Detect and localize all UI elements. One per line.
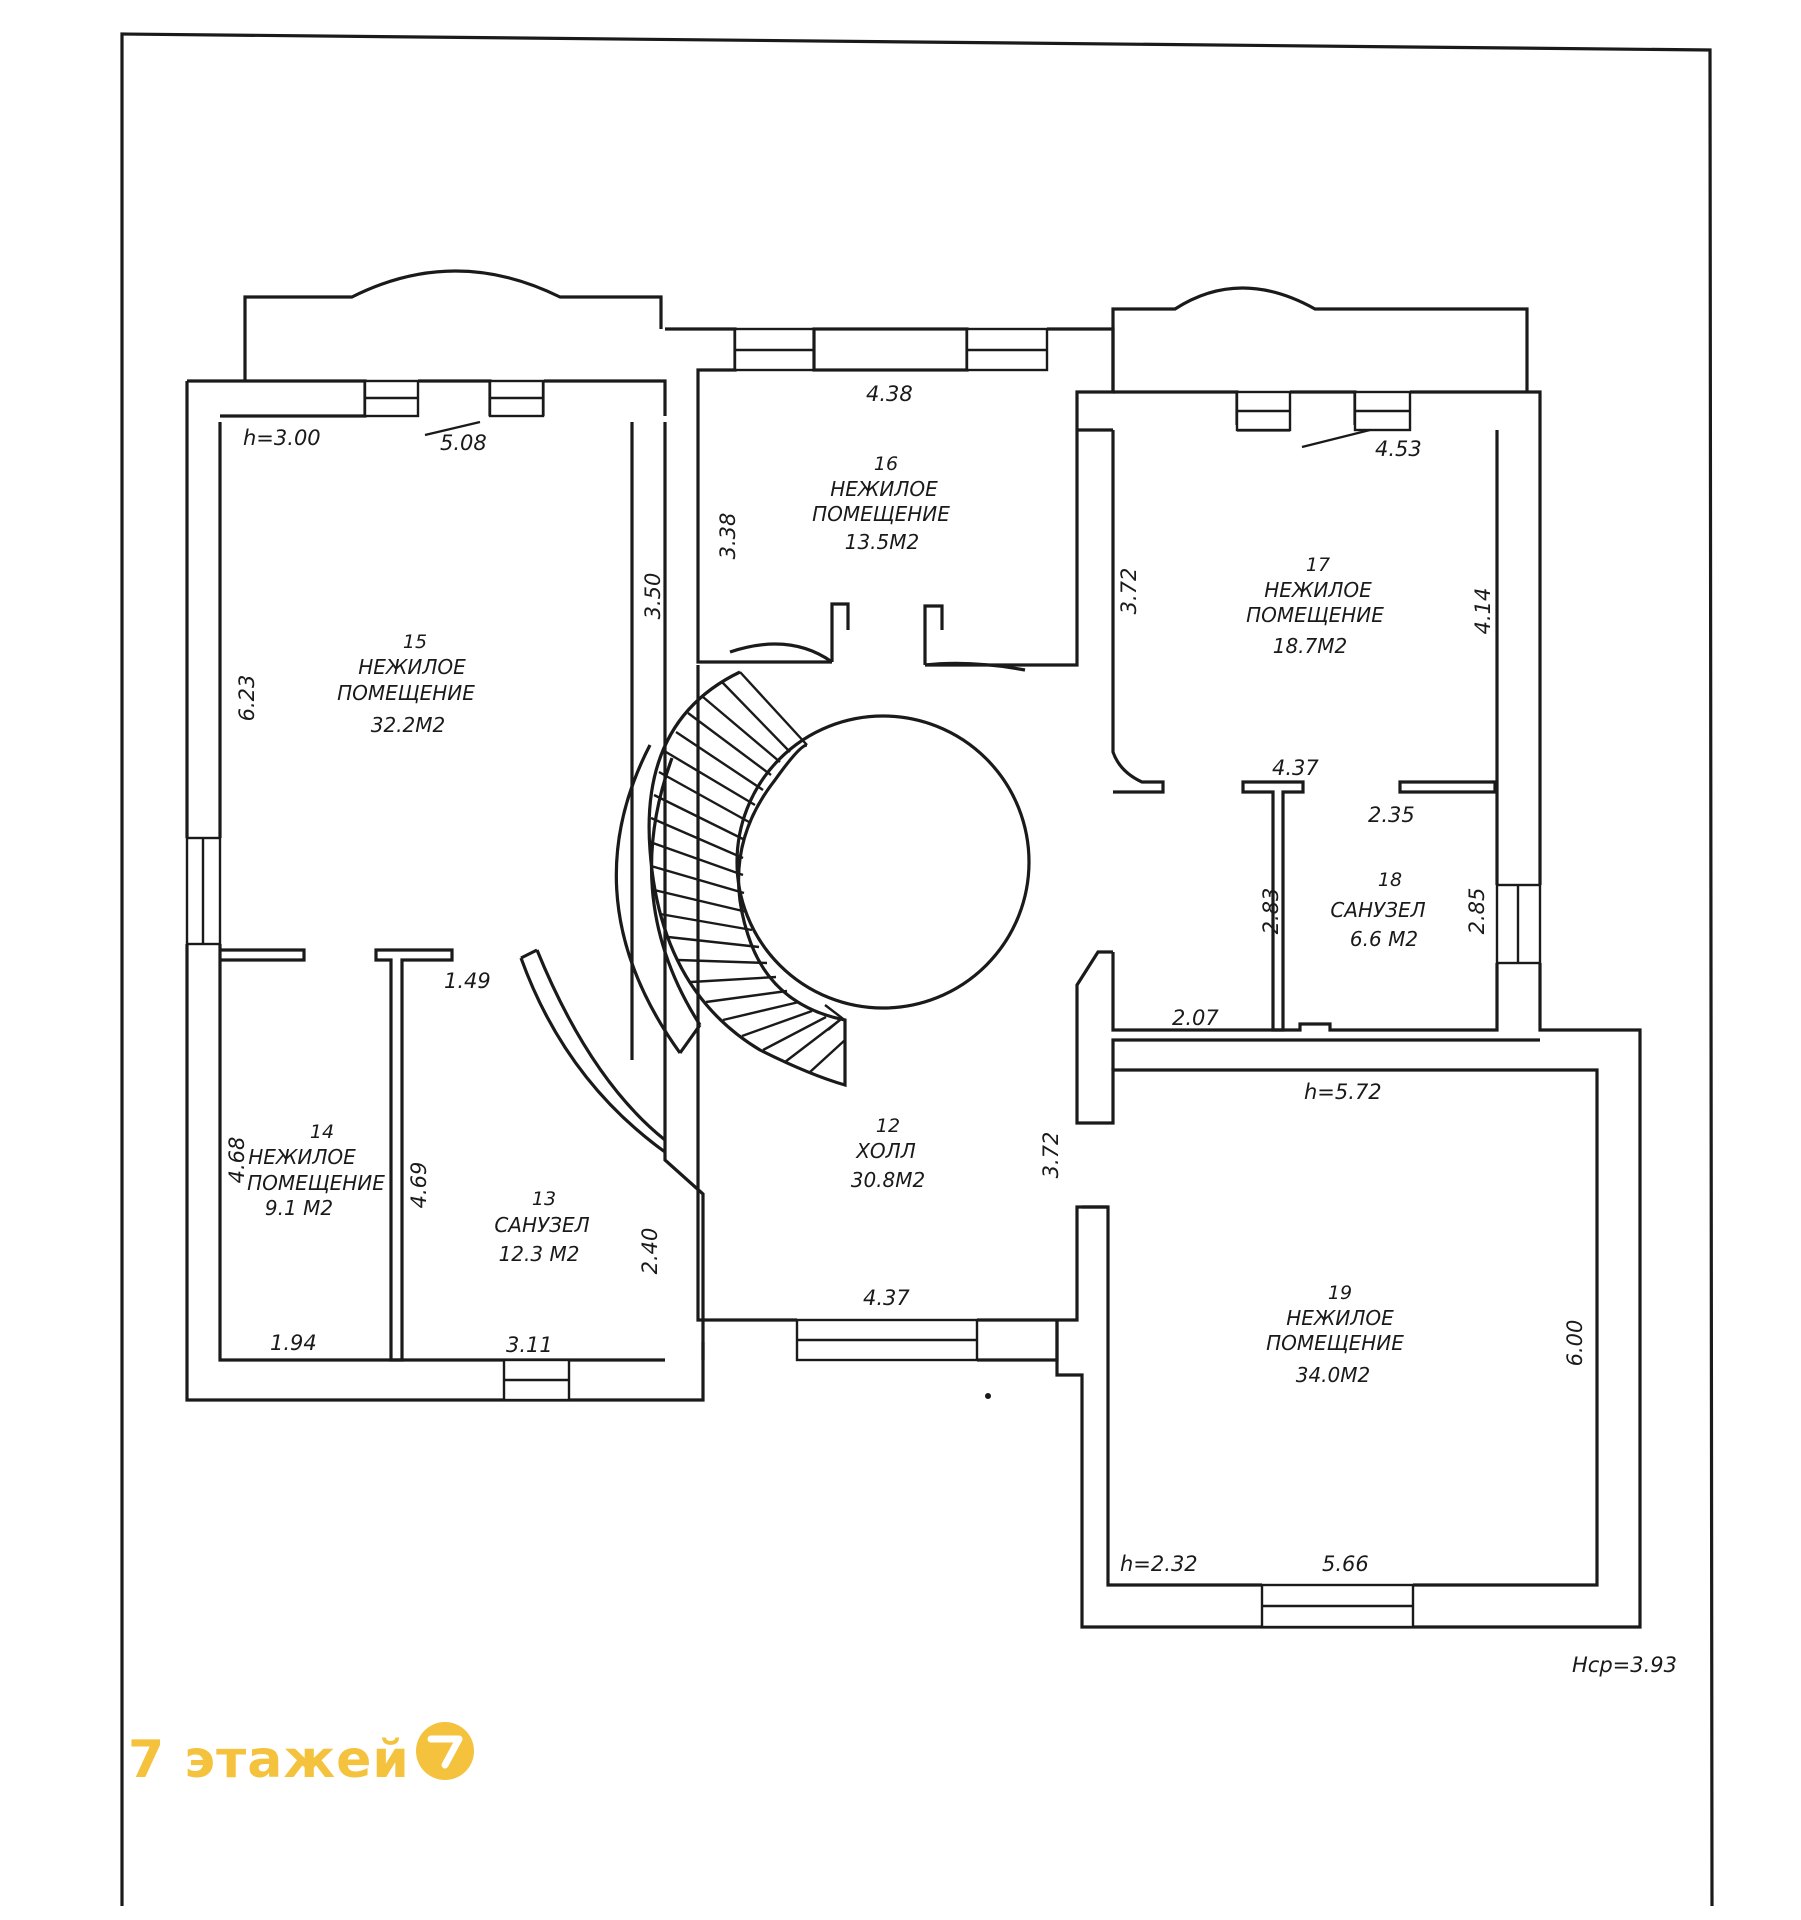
room-name: ПОМЕЩЕНИЕ — [337, 681, 475, 705]
mark-dot — [985, 1393, 991, 1399]
height-label: h=5.72 — [1304, 1080, 1382, 1104]
room-number: 18 — [1378, 869, 1402, 891]
watermark-text: 7 этажей — [128, 1730, 410, 1790]
room-name: ХОЛЛ — [855, 1139, 916, 1163]
room-area: 18.7М2 — [1273, 634, 1348, 658]
dimension-label: 4.53 — [1375, 437, 1422, 461]
room-name: НЕЖИЛОЕ — [248, 1145, 356, 1169]
average-height-label: Нср=3.93 — [1572, 1653, 1677, 1677]
dimension-label: 4.69 — [407, 1162, 431, 1209]
right-bay-window — [1111, 286, 1529, 392]
dimension-label: 3.72 — [1039, 1132, 1063, 1179]
sheet-frame — [120, 32, 1714, 1907]
room-number: 16 — [874, 453, 898, 475]
room-area: 6.6 М2 — [1350, 927, 1418, 951]
dimension-label: 2.85 — [1465, 888, 1489, 935]
dimension-label: 4.68 — [225, 1137, 249, 1184]
room-name: ПОМЕЩЕНИЕ — [247, 1171, 385, 1195]
dimension-label: 5.08 — [440, 431, 487, 455]
dimension-label: 3.38 — [716, 513, 740, 560]
dimension-label: 4.38 — [866, 382, 913, 406]
room-18-walls — [1055, 950, 1642, 1629]
dimension-label: 4.37 — [1272, 756, 1319, 780]
room-number: 12 — [876, 1115, 900, 1137]
dimension-label: 2.40 — [638, 1228, 662, 1275]
height-label: h=3.00 — [243, 426, 321, 450]
dimension-label: 6.23 — [235, 675, 259, 722]
room-number: 15 — [403, 631, 427, 653]
curved-wall-13 — [519, 948, 666, 1154]
left-bay-window — [243, 269, 663, 380]
room-name: НЕЖИЛОЕ — [830, 477, 938, 501]
room-number: 19 — [1328, 1282, 1352, 1304]
room-area: 32.2М2 — [371, 713, 446, 737]
dimension-label: 2.35 — [1368, 803, 1415, 827]
dimension-label: 2.83 — [1259, 888, 1283, 935]
room-number: 13 — [532, 1188, 556, 1210]
dimension-label: 1.49 — [444, 969, 491, 993]
room-16-walls — [665, 327, 1115, 672]
room-area: 30.8М2 — [851, 1168, 926, 1192]
room-number: 14 — [310, 1121, 334, 1143]
dimension-label: 4.14 — [1471, 588, 1495, 635]
room-name: НЕЖИЛОЕ — [1286, 1306, 1394, 1330]
left-wing-walls — [185, 379, 705, 1402]
room-area: 13.5М2 — [845, 530, 920, 554]
room-name: ПОМЕЩЕНИЕ — [1246, 603, 1384, 627]
room-number: 17 — [1306, 554, 1330, 576]
watermark-logo: 7 этажей — [128, 1722, 474, 1790]
height-label: h=2.32 — [1120, 1552, 1198, 1576]
room-name: САНУЗЕЛ — [494, 1213, 589, 1237]
stair-outer-wall — [614, 744, 702, 1054]
room-name: НЕЖИЛОЕ — [358, 655, 466, 679]
dimension-label: 3.72 — [1117, 568, 1141, 615]
room-area: 12.3 М2 — [499, 1242, 580, 1266]
labels: 15 НЕЖИЛОЕ ПОМЕЩЕНИЕ 32.2М2 16 НЕЖИЛОЕ П… — [225, 382, 1677, 1677]
dimension-label: 2.07 — [1172, 1006, 1219, 1030]
dimension-label: 5.66 — [1322, 1552, 1369, 1576]
stair-well-circle — [735, 714, 1031, 1010]
room-name: ПОМЕЩЕНИЕ — [1266, 1331, 1404, 1355]
room-area: 34.0М2 — [1296, 1363, 1371, 1387]
dimension-label: 3.11 — [506, 1333, 553, 1357]
dimension-label: 1.94 — [270, 1331, 317, 1355]
room-name: НЕЖИЛОЕ — [1264, 578, 1372, 602]
room-area: 9.1 М2 — [265, 1196, 333, 1220]
dimension-label: 4.37 — [863, 1286, 910, 1310]
hall-walls — [696, 665, 1108, 1362]
room-17-walls — [1077, 390, 1542, 1032]
dimension-label: 3.50 — [641, 573, 665, 620]
dimension-label: 6.00 — [1563, 1320, 1587, 1367]
room-name: ПОМЕЩЕНИЕ — [812, 502, 950, 526]
seven-badge-icon — [415, 1722, 474, 1780]
spiral-staircase — [647, 670, 847, 1088]
room-name: САНУЗЕЛ — [1330, 898, 1425, 922]
